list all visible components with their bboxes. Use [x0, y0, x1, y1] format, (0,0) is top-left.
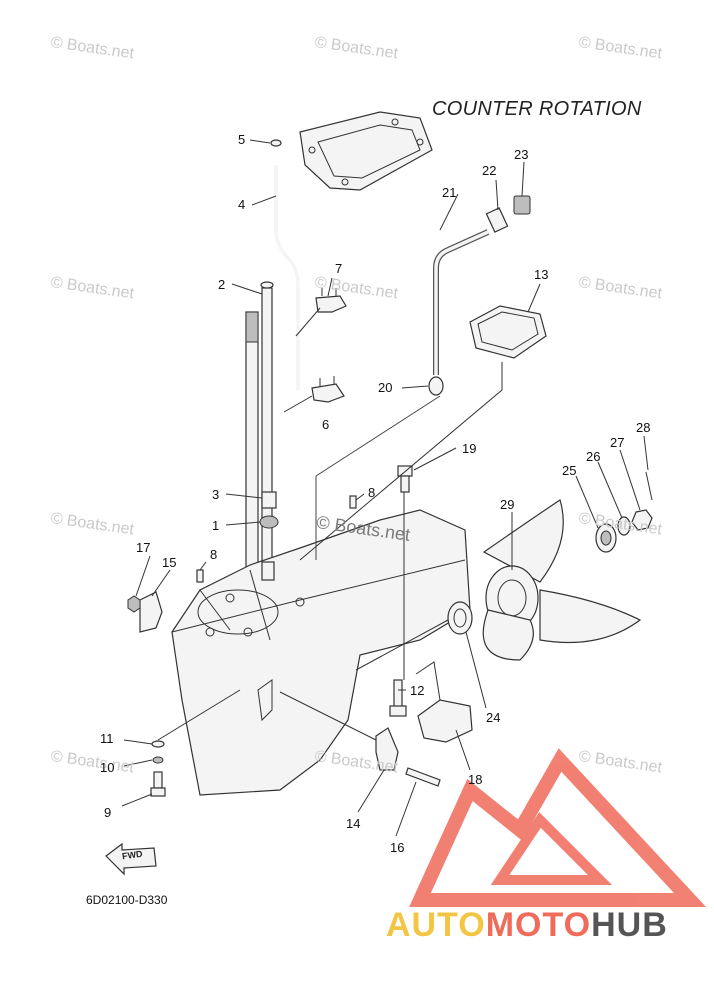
- part-label-10[interactable]: 10: [100, 760, 115, 775]
- part-label-18[interactable]: 18: [468, 772, 483, 787]
- part-label-28[interactable]: 28: [636, 420, 651, 435]
- part-29-propeller: [482, 499, 642, 661]
- part-label-29[interactable]: 29: [500, 497, 515, 512]
- lower-casing: [171, 509, 471, 796]
- part-23-grommet: [513, 195, 531, 215]
- part-4-water-tube-inner: [274, 165, 300, 390]
- part-4-water-tube: [275, 165, 299, 390]
- part-label-9[interactable]: 9: [104, 805, 112, 820]
- upper-casing-plate: [299, 111, 433, 191]
- part-25-spacer: [595, 523, 617, 553]
- part-7-clamp: [315, 288, 347, 313]
- part-28-cotter-pin: [645, 471, 653, 501]
- brand-logo-text: AUTOMOTOHUB: [386, 906, 668, 945]
- leader-lines: [121, 139, 649, 837]
- fwd-arrow-icon: [105, 842, 157, 876]
- brand-logo-mark: [409, 748, 707, 907]
- part-label-8[interactable]: 8: [368, 485, 376, 500]
- part-label-11[interactable]: 11: [100, 731, 114, 746]
- part-8-pin-upper: [349, 495, 357, 509]
- part-label-26[interactable]: 26: [586, 449, 601, 464]
- diagram-code: 6D02100-D330: [86, 893, 168, 907]
- part-label-13[interactable]: 13: [534, 267, 549, 282]
- part-label-12[interactable]: 12: [410, 683, 425, 698]
- part-9-bolt: [150, 771, 166, 797]
- part-label-20[interactable]: 20: [378, 380, 393, 395]
- part-8-pin-left: [196, 569, 204, 583]
- part-label-4[interactable]: 4: [238, 197, 246, 212]
- part-label-23[interactable]: 23: [514, 147, 529, 162]
- part-label-25[interactable]: 25: [562, 463, 577, 478]
- splined-shaft: [245, 311, 259, 573]
- part-26-washer: [617, 516, 631, 536]
- part-19-bolt: [397, 465, 413, 493]
- part-label-17[interactable]: 17: [136, 540, 151, 555]
- part-label-7[interactable]: 7: [335, 261, 343, 276]
- part-label-27[interactable]: 27: [610, 435, 625, 450]
- part-17-nut: [127, 595, 141, 613]
- part-18-trim-tab: [417, 699, 473, 743]
- diagram-title: COUNTER ROTATION: [432, 98, 642, 120]
- part-1-seal: [259, 515, 279, 529]
- part-22-sleeve: [485, 207, 509, 233]
- part-6-clamp: [311, 376, 345, 403]
- part-label-6[interactable]: 6: [322, 417, 330, 432]
- part-27-nut: [631, 509, 653, 531]
- part-11-washer: [151, 740, 165, 748]
- part-label-8[interactable]: 8: [210, 547, 218, 562]
- brand-part-hub: HUB: [591, 906, 668, 944]
- part-label-14[interactable]: 14: [346, 816, 361, 831]
- part-3-bushing: [261, 491, 277, 509]
- part-13-gasket: [469, 305, 547, 359]
- brand-part-moto: MOTO: [485, 906, 592, 944]
- part-label-3[interactable]: 3: [212, 487, 220, 502]
- part-label-22[interactable]: 22: [482, 163, 497, 178]
- brand-part-auto: AUTO: [386, 906, 486, 944]
- part-label-16[interactable]: 16: [390, 840, 405, 855]
- part-24-ring: [447, 601, 473, 635]
- part-label-2[interactable]: 2: [218, 277, 226, 292]
- part-label-21[interactable]: 21: [442, 185, 457, 200]
- part-label-24[interactable]: 24: [486, 710, 501, 725]
- part-2-drive-shaft: [260, 281, 274, 589]
- part-label-15[interactable]: 15: [162, 555, 177, 570]
- part-5-pin: [270, 139, 282, 147]
- part-16-bolt: [405, 767, 441, 787]
- part-10-washer: [152, 756, 164, 764]
- part-20-seal: [428, 376, 444, 396]
- part-14-anode: [375, 727, 399, 771]
- part-label-5[interactable]: 5: [238, 132, 246, 147]
- part-label-1[interactable]: 1: [212, 518, 220, 533]
- part-15-anode: [139, 591, 163, 633]
- part-label-19[interactable]: 19: [462, 441, 477, 456]
- part-12-bolt: [389, 679, 407, 717]
